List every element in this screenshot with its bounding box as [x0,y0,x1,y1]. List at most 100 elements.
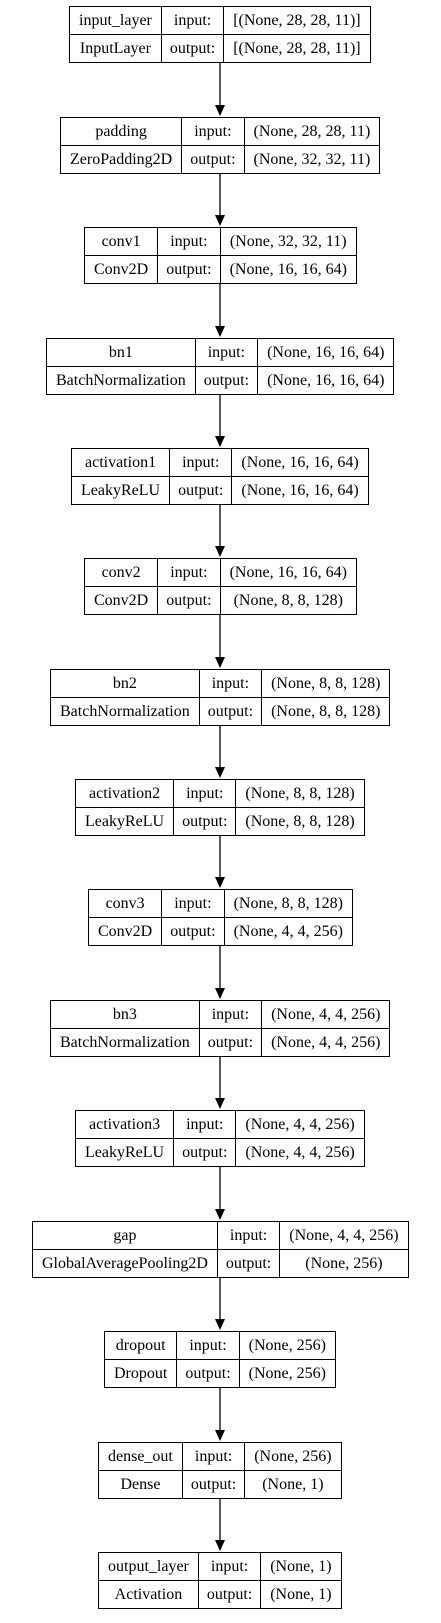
arrowhead [215,326,225,337]
input-label: input: [160,6,225,35]
output-label: output: [176,1359,240,1388]
layer-name: conv2 [83,558,159,587]
layer-name: dense_out [98,1442,183,1471]
layer-name: activation2 [74,779,175,808]
output-shape: (None, 16, 16, 64) [257,366,395,395]
arrowhead [215,1430,225,1441]
layer-type: LeakyReLU [74,807,175,836]
layer-type: GlobalAveragePooling2D [32,1249,218,1278]
layer-name: output_layer [98,1552,199,1581]
layer-type: LeakyReLU [74,1138,175,1167]
output-shape: (None, 4, 4, 256) [261,1028,391,1057]
output-label: output: [173,1138,237,1167]
input-shape: [(None, 28, 28, 11)] [223,6,371,35]
input-label: input: [169,448,233,477]
layer-type: Activation [98,1580,199,1609]
layer-name: gap [32,1221,218,1250]
layer-name: dropout [103,1331,178,1360]
input-shape: (None, 8, 8, 128) [261,669,391,698]
layer-name: input_layer [69,6,162,35]
input-shape: (None, 256) [244,1442,342,1471]
layer-name: bn2 [50,669,200,698]
layer-type: InputLayer [69,34,162,63]
layer-type: Conv2D [83,586,159,615]
input-label: input: [194,338,259,367]
layer-name: conv3 [87,889,163,918]
input-label: input: [173,779,237,808]
output-shape: (None, 32, 32, 11) [243,145,381,174]
input-shape: (None, 16, 16, 64) [219,558,357,587]
output-label: output: [169,476,233,505]
input-shape: (None, 16, 16, 64) [257,338,395,367]
layer-type: BatchNormalization [46,366,196,395]
output-label: output: [197,1580,262,1609]
arrowhead [215,767,225,778]
input-label: input: [197,1552,262,1581]
input-label: input: [198,1000,263,1029]
output-label: output: [181,145,245,174]
input-shape: (None, 28, 28, 11) [243,117,381,146]
output-label: output: [198,1028,263,1057]
input-label: input: [157,558,221,587]
input-label: input: [173,1110,237,1139]
output-shape: (None, 1) [244,1470,342,1499]
arrowhead [215,215,225,226]
input-shape: (None, 4, 4, 256) [261,1000,391,1029]
input-label: input: [216,1221,281,1250]
input-shape: (None, 16, 16, 64) [231,448,369,477]
input-label: input: [161,889,225,918]
layer-type: LeakyReLU [70,476,171,505]
input-label: input: [181,1442,246,1471]
layer-type: BatchNormalization [50,697,200,726]
output-shape: (None, 8, 8, 128) [235,807,365,836]
input-label: input: [157,227,221,256]
layer-name: activation3 [74,1110,175,1139]
arrowhead [215,1209,225,1220]
output-label: output: [194,366,259,395]
layer-type: Conv2D [83,255,159,284]
output-shape: [(None, 28, 28, 11)] [223,34,371,63]
output-shape: (None, 256) [279,1249,409,1278]
arrowhead [215,877,225,888]
output-label: output: [216,1249,281,1278]
layer-name: bn1 [46,338,196,367]
input-label: input: [176,1331,240,1360]
output-shape: (None, 16, 16, 64) [219,255,357,284]
input-shape: (None, 256) [238,1331,336,1360]
layer-name: activation1 [70,448,171,477]
output-shape: (None, 4, 4, 256) [235,1138,365,1167]
output-label: output: [198,697,263,726]
input-shape: (None, 4, 4, 256) [235,1110,365,1139]
layer-name: bn3 [50,1000,200,1029]
arrowhead [215,1098,225,1109]
layer-type: BatchNormalization [50,1028,200,1057]
layer-type: Conv2D [87,917,163,946]
arrowhead [215,546,225,557]
output-shape: (None, 4, 4, 256) [223,917,353,946]
arrowhead [215,105,225,116]
input-shape: (None, 4, 4, 256) [279,1221,409,1250]
arrowhead [215,1319,225,1330]
output-label: output: [157,255,221,284]
layer-type: ZeroPadding2D [59,145,183,174]
arrowhead [215,436,225,447]
arrowhead [215,988,225,999]
output-label: output: [173,807,237,836]
input-shape: (None, 8, 8, 128) [235,779,365,808]
input-label: input: [181,117,245,146]
input-shape: (None, 8, 8, 128) [223,889,353,918]
layer-type: Dropout [103,1359,178,1388]
